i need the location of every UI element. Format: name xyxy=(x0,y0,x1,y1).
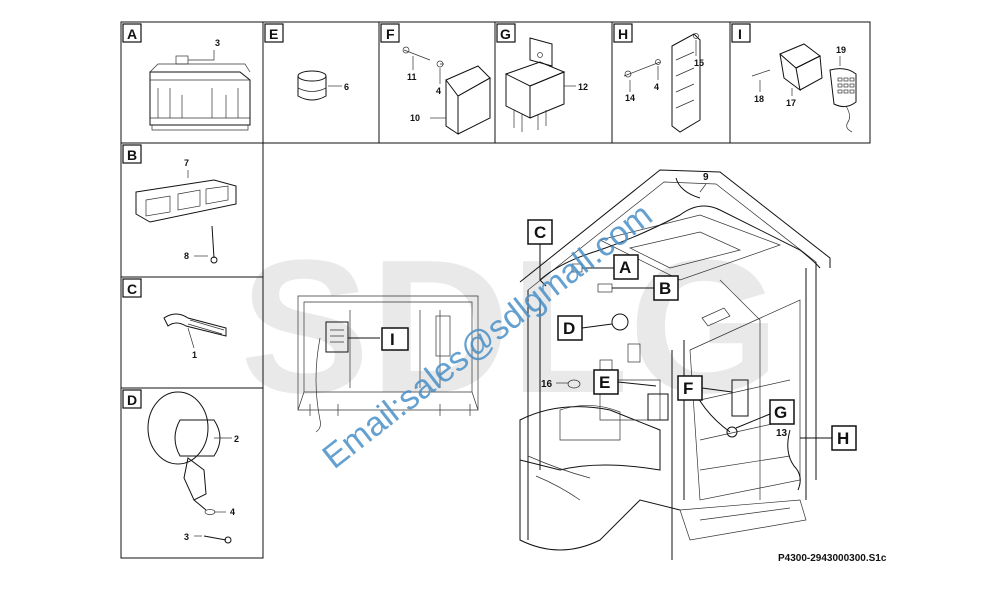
callout-i-19: 19 xyxy=(836,45,846,55)
panel-g-letter: G xyxy=(500,26,511,42)
panel-c-letter: C xyxy=(127,281,137,297)
panel-d-drawing: 2 4 3 xyxy=(147,391,239,544)
callout-i-17: 17 xyxy=(786,98,796,108)
panel-c-drawing: 1 xyxy=(163,313,227,360)
callout-main-9: 9 xyxy=(703,172,709,183)
drawing-reference: P4300-2943000300.S1c xyxy=(778,553,887,564)
panel-grid xyxy=(120,21,871,559)
panel-f-letter: F xyxy=(386,26,395,42)
panel-i-letter: I xyxy=(738,26,742,42)
callout-d-2: 2 xyxy=(234,434,239,444)
rear-panel-view: I xyxy=(297,295,479,433)
pointer-f-label: F xyxy=(683,379,693,398)
panel-f-drawing: 11 4 10 xyxy=(402,46,491,135)
callout-h-14: 14 xyxy=(625,93,635,103)
callout-b-7: 7 xyxy=(184,158,189,168)
callout-b-8: 8 xyxy=(184,251,189,261)
callout-f-11: 11 xyxy=(407,72,417,82)
callout-c-1: 1 xyxy=(192,350,197,360)
callout-h-4: 4 xyxy=(654,82,659,92)
callout-g-12: 12 xyxy=(578,82,588,92)
callout-main-16: 16 xyxy=(541,379,553,390)
callout-f-4: 4 xyxy=(436,86,441,96)
cab-view: 9 C A xyxy=(519,169,857,560)
panel-g-drawing: 12 xyxy=(504,37,588,132)
callout-h-15: 15 xyxy=(694,58,704,68)
pointer-a-label: A xyxy=(619,258,631,277)
pointer-g-label: G xyxy=(774,403,787,422)
panel-e-drawing: 6 xyxy=(297,70,349,101)
callout-i-18: 18 xyxy=(754,94,764,104)
pointer-d-label: D xyxy=(563,319,575,338)
callout-d-4: 4 xyxy=(230,507,235,517)
panel-b-letter: B xyxy=(127,147,137,163)
pointer-h-label: H xyxy=(837,429,849,448)
panel-letters: A E F G H I B C D xyxy=(122,23,751,409)
callout-f-10: 10 xyxy=(410,113,420,123)
pointer-i-label: I xyxy=(390,330,395,349)
callout-d-3: 3 xyxy=(184,532,189,542)
pointer-b-label: B xyxy=(659,279,671,298)
pointer-e-label: E xyxy=(599,373,610,392)
callout-a-3: 3 xyxy=(215,38,220,48)
callout-main-13: 13 xyxy=(776,428,788,439)
panel-e-letter: E xyxy=(269,26,278,42)
panel-i-drawing: 19 18 17 xyxy=(751,43,857,133)
panel-b-drawing: 7 8 xyxy=(135,158,237,264)
panel-a-drawing: 3 xyxy=(149,38,251,131)
panel-h-letter: H xyxy=(618,26,628,42)
panel-a-letter: A xyxy=(127,26,137,42)
panel-d-letter: D xyxy=(127,392,137,408)
callout-e-6: 6 xyxy=(344,82,349,92)
pointer-c-label: C xyxy=(534,223,546,242)
panel-h-drawing: 15 14 4 xyxy=(623,33,704,133)
